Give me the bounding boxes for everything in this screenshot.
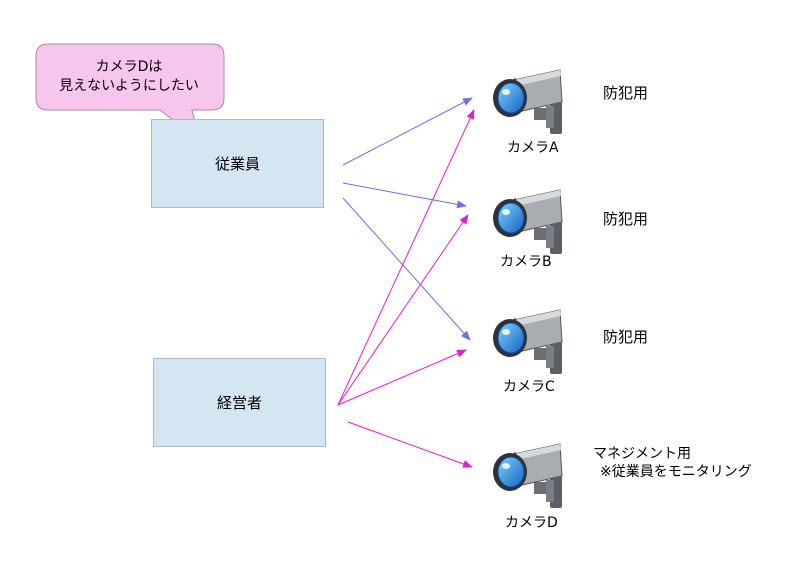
employee-box: 従業員 bbox=[151, 119, 324, 208]
camera-d-purpose-note: ※従業員をモニタリング bbox=[600, 464, 752, 480]
arrow-owner-to-camera-b bbox=[337, 214, 469, 406]
employee-label: 従業員 bbox=[214, 155, 260, 173]
arrow-owner-to-camera-d bbox=[347, 421, 473, 468]
camera-d-purpose: マネジメント用 bbox=[593, 446, 691, 462]
camera-d-label: カメラD bbox=[505, 515, 558, 531]
arrow-owner-to-camera-c bbox=[337, 349, 467, 406]
speech-bubble-line1: カメラDは bbox=[95, 59, 163, 75]
arrow-employee-to-camera-c bbox=[342, 197, 471, 341]
speech-bubble-text: カメラDは 見えないようにしたい bbox=[40, 58, 218, 96]
camera-c-label: カメラC bbox=[503, 379, 555, 395]
owner-box: 経営者 bbox=[153, 358, 326, 447]
camera-c-purpose: 防犯用 bbox=[603, 328, 649, 346]
arrow-owner-to-camera-a bbox=[337, 109, 475, 406]
camera-a-label: カメラA bbox=[507, 140, 559, 156]
camera-a-icon bbox=[492, 69, 563, 135]
arrow-employee-to-camera-a bbox=[342, 97, 473, 166]
camera-a-purpose: 防犯用 bbox=[603, 84, 649, 102]
arrow-employee-to-camera-b bbox=[342, 182, 467, 209]
camera-d-icon bbox=[492, 443, 563, 509]
camera-c-icon bbox=[492, 309, 563, 375]
speech-bubble-line2: 見えないようにしたい bbox=[59, 78, 199, 94]
camera-b-icon bbox=[492, 189, 563, 255]
camera-b-purpose: 防犯用 bbox=[603, 210, 649, 228]
camera-b-label: カメラB bbox=[500, 254, 552, 270]
owner-label: 経営者 bbox=[216, 394, 262, 412]
